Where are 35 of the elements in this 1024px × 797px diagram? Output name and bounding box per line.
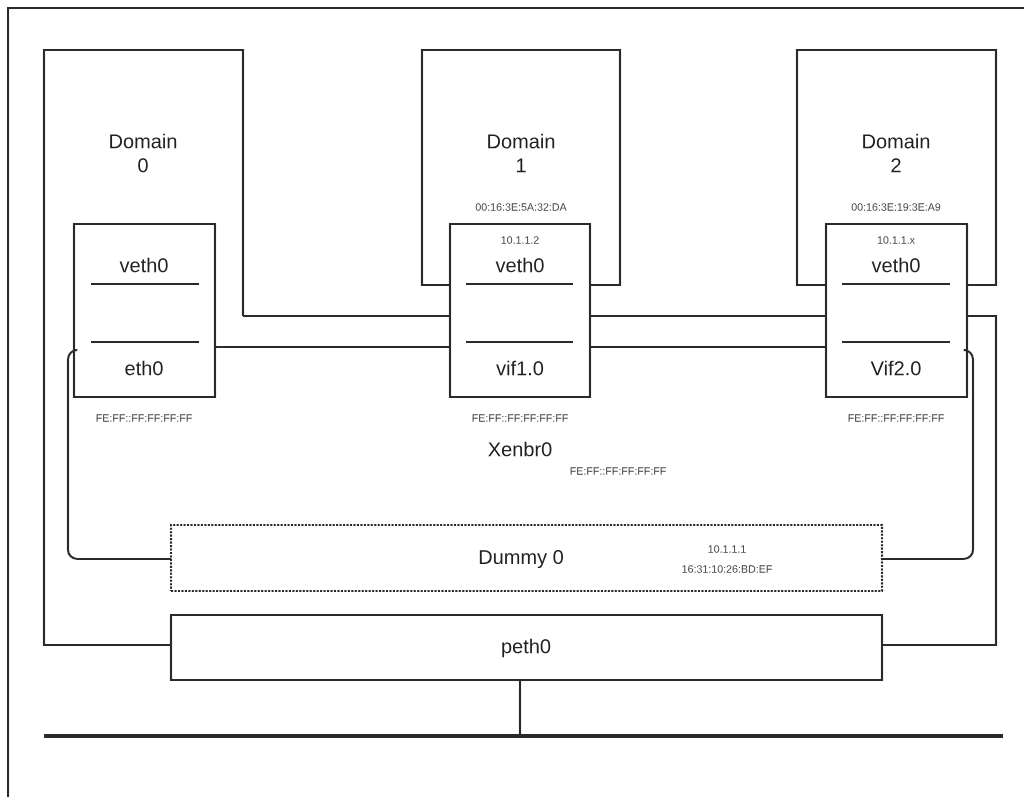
domain-label: Domain 0 — [110, 133, 177, 173]
mac-address: FE:FF::FF:FF:FF:FF — [472, 414, 568, 422]
interface-box — [824, 222, 969, 422]
connector-line — [215, 345, 450, 349]
connector-line — [243, 314, 450, 318]
mac-address: FE:FF::FF:FF:FF:FF — [96, 414, 192, 422]
interface-label: veth0 — [495, 257, 544, 273]
interface-label: Vif2.0 — [870, 360, 921, 376]
ip-address: 10.1.1.x — [877, 236, 915, 244]
ip-address: 10.1.1.2 — [501, 236, 539, 244]
dummy-interface-box — [169, 523, 884, 593]
mac-address: 00:16:3E:5A:32:DA — [475, 203, 567, 211]
connector-line — [882, 314, 998, 647]
interface-box — [448, 222, 592, 422]
mac-address: 16:31:10:26:BD:EF — [682, 565, 772, 573]
physical-interface-box — [169, 613, 884, 682]
domain-label: Domain 1 — [488, 133, 555, 173]
interface-label: eth0 — [125, 360, 163, 376]
interface-label: vif1.0 — [496, 360, 544, 376]
mac-address: FE:FF::FF:FF:FF:FF — [848, 414, 944, 422]
bridge-label: Xenbr0 — [488, 441, 552, 457]
interface-label: peth0 — [502, 638, 551, 658]
connector-line — [590, 314, 826, 318]
interface-box — [72, 222, 217, 422]
interface-label: veth0 — [871, 257, 920, 273]
connector-line — [42, 316, 171, 647]
connector-line — [518, 680, 522, 734]
connector-line — [590, 345, 826, 349]
domain-box — [42, 48, 245, 316]
domain-label: Domain 2 — [863, 133, 930, 173]
mac-address: 00:16:3E:19:3E:A9 — [851, 203, 941, 211]
interface-label: Dummy 0 — [479, 549, 563, 569]
ip-address: 10.1.1.1 — [708, 545, 746, 553]
mac-address: FE:FF::FF:FF:FF:FF — [570, 467, 666, 475]
interface-label: veth0 — [119, 257, 168, 273]
